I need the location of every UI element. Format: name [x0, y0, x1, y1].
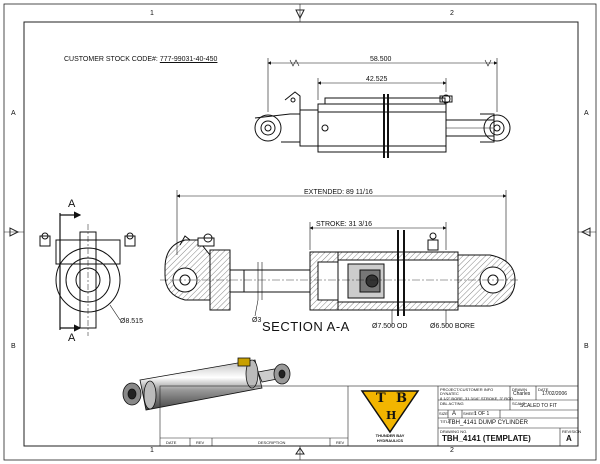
project-caption: PROJECT/CUSTOMER INFO: [440, 387, 494, 392]
zone-b-left: B: [11, 343, 16, 350]
drawn-caption: DRAWN: [512, 387, 527, 392]
logo-letter-h: H: [386, 409, 397, 422]
dim-od: Ø7.500 OD: [372, 323, 408, 330]
zone-2-top: 2: [450, 10, 454, 17]
dim-end-dia: Ø8.515: [120, 318, 143, 325]
dim-bore: Ø6.500 BORE: [430, 323, 475, 330]
dim-body: 42.525: [366, 76, 388, 83]
section-dimensions: [176, 190, 507, 326]
zone-a-right: A: [584, 110, 589, 117]
customer-stock-label: CUSTOMER STOCK CODE#:: [64, 56, 158, 63]
sheet-caption: SHEET: [463, 411, 477, 416]
drawing-title: TBH_4141 DUMP CYLINDER: [448, 420, 528, 426]
zone-a-left: A: [11, 110, 16, 117]
dwg-caption: DRAWING NO.: [440, 429, 468, 434]
logo-letter-t: T: [376, 391, 386, 406]
logo-letter-b: B: [396, 391, 407, 406]
zone-b-right: B: [584, 343, 589, 350]
size-caption: SIZE: [439, 411, 448, 416]
zone-1-top: 1: [150, 10, 154, 17]
rev-table-rev2: REV: [336, 440, 345, 445]
title-block-frame: [159, 385, 579, 447]
top-view-cylinder: [254, 91, 511, 158]
rev-table-description: DESCRIPTION: [258, 440, 286, 445]
cut-label-bottom: A: [68, 332, 76, 344]
size-value: A: [452, 411, 457, 417]
revision-value: A: [566, 434, 572, 443]
sheet-value: 1 OF 1: [474, 411, 490, 417]
dim-extended: EXTENDED: 89 11/16: [304, 189, 373, 196]
customer-stock-value: 777-99031-40-450: [159, 56, 218, 63]
end-view: [39, 211, 136, 336]
cut-label-top: A: [68, 198, 76, 210]
date-value: 17/02/2006: [542, 391, 568, 397]
section-view: [160, 230, 520, 316]
scale-caption: SCALE: [512, 401, 526, 406]
date-caption: DATE: [538, 387, 549, 392]
customer-stock-code: CUSTOMER STOCK CODE#: 777-99031-40-450: [64, 56, 217, 63]
top-dimensions: [267, 58, 498, 112]
project-info: DYNATEC 8 1/2" BORE, 31 3/16" STROKE, 3"…: [440, 391, 514, 406]
dim-overall: 58.500: [370, 56, 392, 63]
zone-2-bottom: 2: [450, 447, 454, 454]
dim-stroke: STROKE: 31 3/16: [316, 221, 373, 228]
isometric-view: [122, 357, 291, 411]
rev-table-date: DATE: [166, 440, 177, 445]
drawing-number: TBH_4141 (TEMPLATE): [442, 434, 531, 443]
tbh-logo: [360, 390, 420, 434]
scale-value: SCALED TO FIT: [520, 403, 558, 409]
drawn-value: Charles: [513, 391, 531, 397]
rev-table-rev: REV: [196, 440, 205, 445]
dim-rod-dia: Ø3: [252, 317, 262, 324]
logo-subtitle: THUNDER BAY HYDRAULICS: [375, 433, 405, 443]
title-caption: TITLE: [440, 419, 451, 424]
revision-caption: REVISION: [562, 429, 582, 434]
zone-1-bottom: 1: [150, 447, 154, 454]
section-title: SECTION A-A: [262, 319, 350, 334]
